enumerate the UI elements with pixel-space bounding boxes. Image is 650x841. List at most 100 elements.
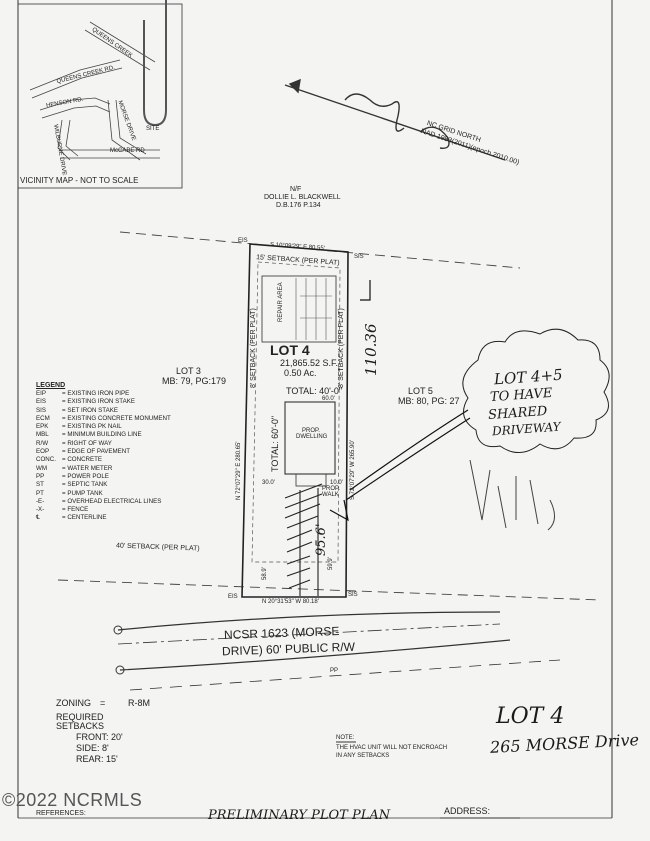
references-label: REFERENCES:	[36, 810, 86, 817]
legend-row: EIP = EXISTING IRON PIPE	[36, 390, 171, 398]
legend-abbrev: EOP	[36, 448, 50, 456]
legend-desc: = EXISTING CONCRETE MONUMENT	[62, 414, 171, 422]
road-pp: PP	[330, 668, 339, 674]
hand-scribble	[469, 459, 555, 531]
legend-desc: = EXISTING IRON PIPE	[62, 390, 130, 397]
corner-top-right: SIS	[354, 254, 364, 260]
required-label: REQUIRED	[56, 712, 104, 722]
legend-desc: = PUMP TANK	[62, 489, 103, 497]
dim-30: 30.0'	[262, 480, 275, 486]
lot4-boundary	[241, 243, 349, 598]
legend-row: -X- = FENCE	[36, 506, 171, 514]
legend-abbrev: PP	[36, 472, 45, 480]
legend-desc: = OVERHEAD ELECTRICAL LINES	[62, 497, 162, 505]
garage-outline	[295, 473, 327, 487]
bearing-bottom: N 20°31'53" W 80.18'	[262, 599, 319, 605]
hand-dim-110: 110.36	[362, 323, 380, 377]
legend-row: SIS= SET IRON STAKE	[36, 407, 171, 415]
legend-desc: = EDGE OF PAVEMENT	[62, 448, 131, 456]
lot5-name: LOT 5	[408, 386, 433, 396]
legend-row: EOP = EDGE OF PAVEMENT	[36, 448, 171, 456]
note-label: NOTE:	[336, 735, 355, 741]
legend-abbrev: ℄	[36, 514, 40, 522]
setback-lines	[251, 261, 341, 563]
legend-row: CONC. = CONCRETE	[36, 456, 171, 464]
driveway-hatch	[284, 483, 323, 596]
watermark: ©2022 NCRMLS	[2, 790, 143, 810]
legend-row: ECM = EXISTING CONCRETE MONUMENT	[36, 415, 171, 423]
legend-row: EPK= EXISTING PK NAIL	[36, 423, 171, 431]
legend-row: ℄ = CENTERLINE	[36, 514, 171, 522]
legend-abbrev: CONC.	[36, 456, 56, 464]
dim-10: 10.0'	[330, 480, 343, 486]
legend-row: ST= SEPTIC TANK	[36, 481, 171, 489]
lot5-ref: MB: 80, PG: 27	[398, 396, 460, 406]
legend-abbrev: -X-	[36, 506, 45, 514]
lot3-ref: MB: 79, PG:179	[162, 376, 227, 386]
lot4-total-depth: TOTAL: 60'-0"	[270, 415, 280, 472]
legend-row: R/W = RIGHT OF WAY	[36, 440, 171, 448]
legend-desc: = CONCRETE	[62, 456, 103, 464]
legend-desc: = POWER POLE	[62, 472, 109, 480]
side-setback: SIDE: 8'	[76, 743, 109, 753]
dwelling-label: PROP. DWELLING	[296, 428, 328, 440]
comment-cloud	[462, 328, 610, 453]
legend-abbrev: SIS	[36, 406, 46, 414]
road-lines	[117, 611, 561, 691]
legend-abbrev: ECM	[36, 414, 50, 422]
lot4-name: LOT 4	[270, 342, 310, 358]
repair-area-label: REPAIR AREA	[278, 282, 284, 322]
setback-side-right: 8' SETBACK (PER PLAT)	[338, 308, 345, 388]
adjacent-owner: DOLLIE L. BLACKWELL	[264, 194, 341, 201]
hand-arrows	[329, 280, 471, 522]
north-arrow	[284, 78, 506, 161]
legend-desc: = EXISTING PK NAIL	[62, 423, 122, 431]
adjacent-deed: D.B.176 P.134	[276, 202, 321, 209]
legend-row: PT= PUMP TANK	[36, 490, 171, 498]
rear-setback: REAR: 15'	[76, 754, 118, 764]
repair-area-outline	[261, 275, 337, 343]
front-setback: FRONT: 20'	[76, 732, 123, 742]
legend-abbrev: R/W	[36, 439, 49, 447]
legend-abbrev: WM	[36, 464, 47, 472]
zoning-label: ZONING	[56, 698, 91, 708]
note-text-1: THE HVAC UNIT WILL NOT ENCROACH	[336, 745, 448, 751]
legend-row: PP = POWER POLE	[36, 473, 171, 481]
legend-row: -E- = OVERHEAD ELECTRICAL LINES	[36, 498, 171, 506]
legend-desc: = EXISTING IRON STAKE	[62, 398, 135, 406]
corner-bottom-right: SIS	[348, 592, 358, 598]
legend-abbrev: EIP	[36, 390, 46, 397]
legend-abbrev: EIS	[36, 398, 46, 406]
walk-label: PROP. WALK	[322, 486, 340, 498]
corner-top-left: EIS	[238, 238, 248, 244]
adjacent-nf: N/F	[290, 186, 302, 193]
lot4-area-sf: 21,865.52 S.F.	[280, 358, 339, 368]
bearing-right: S 72°07'29" W 265.90'	[350, 440, 356, 500]
legend-row: MBL= MINIMUM BUILDING LINE	[36, 431, 171, 439]
legend-row: EIS = EXISTING IRON STAKE	[36, 398, 171, 406]
dim-60: 60.0'	[322, 396, 335, 402]
dim-left-front: 58.9'	[262, 567, 268, 580]
setback-side-left: 8' SETBACK (PER PLAT)	[250, 308, 257, 388]
vicinity-roads	[29, 21, 160, 161]
legend-abbrev: -E-	[36, 497, 45, 505]
legend-row: WM = WATER METER	[36, 465, 171, 473]
legend-desc: = WATER METER	[62, 464, 113, 472]
road-mccabe: McCABE RD	[110, 148, 145, 154]
setbacks-label: SETBACKS	[56, 721, 105, 731]
lot4-area-ac: 0.50 Ac.	[284, 368, 317, 378]
legend-desc: = MINIMUM BUILDING LINE	[62, 431, 142, 439]
lot4-total-width: TOTAL: 40'-0"	[286, 386, 343, 396]
legend-desc: = RIGHT OF WAY	[62, 439, 112, 447]
zoning-value: R-8M	[128, 698, 150, 708]
legend-desc: = SEPTIC TANK	[62, 481, 108, 489]
corner-bottom-left: EIS	[228, 594, 238, 600]
legend-desc: = CENTERLINE	[62, 514, 107, 522]
hand-lot: LOT 4	[496, 704, 565, 729]
vicinity-map-title: VICINITY MAP - NOT TO SCALE	[20, 176, 139, 185]
bearing-left: N 72°07'29" E 280.65'	[236, 441, 242, 500]
legend-desc: = FENCE	[62, 506, 89, 514]
repair-area-lines	[295, 278, 332, 340]
legend-title: LEGEND	[36, 382, 66, 389]
